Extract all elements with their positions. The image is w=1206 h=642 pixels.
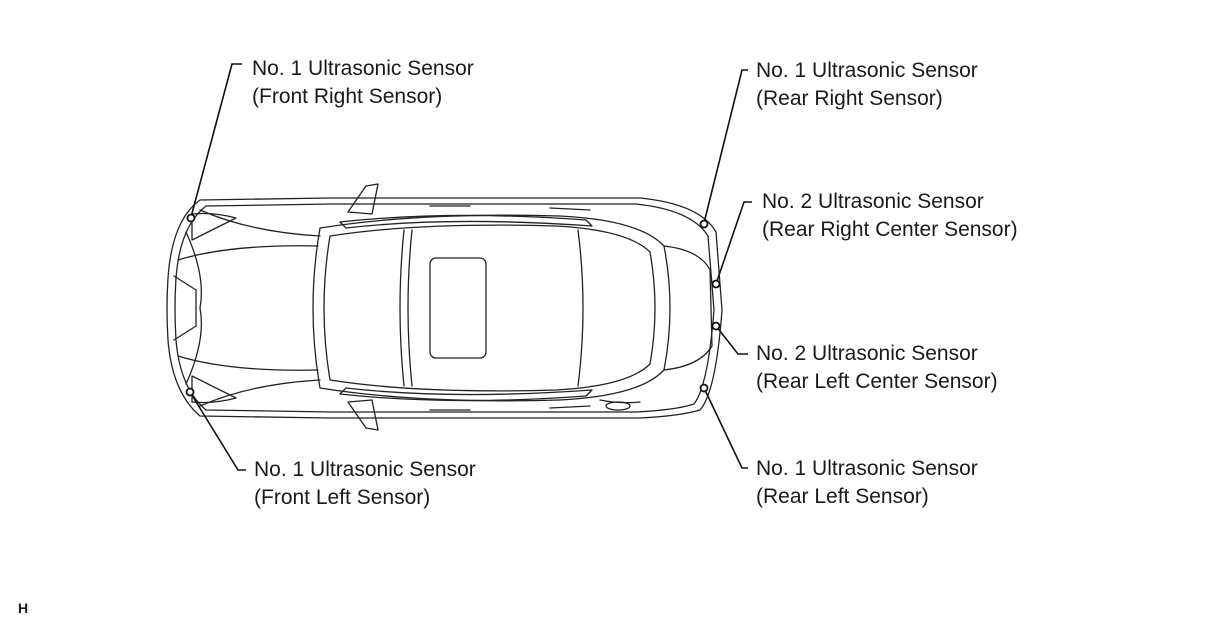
label-front-right-sensor: No. 1 Ultrasonic Sensor (Front Right Sen… (252, 55, 474, 111)
label-line1: No. 2 Ultrasonic Sensor (756, 342, 978, 365)
label-rear-left-center-sensor: No. 2 Ultrasonic Sensor (Rear Left Cente… (756, 340, 998, 396)
label-line2: (Front Left Sensor) (254, 486, 431, 509)
label-line1: No. 2 Ultrasonic Sensor (762, 190, 984, 213)
sensor-rear-right (699, 219, 709, 229)
label-line2: (Rear Left Center Sensor) (756, 370, 998, 393)
sensor-front-right (186, 213, 196, 223)
figure-code: H (18, 600, 29, 616)
vehicle-top-view (166, 183, 723, 431)
leader-rear-right-center (715, 201, 752, 285)
label-line1: No. 1 Ultrasonic Sensor (756, 457, 978, 480)
sensor-rear-right-center (711, 279, 721, 289)
label-line2: (Front Right Sensor) (252, 85, 443, 108)
sensor-front-left (185, 387, 195, 397)
leader-rear-left-center (715, 325, 748, 355)
label-rear-right-center-sensor: No. 2 Ultrasonic Sensor (Rear Right Cent… (762, 188, 1018, 244)
label-line2: (Rear Left Sensor) (756, 485, 929, 508)
sensor-rear-left (699, 383, 709, 393)
label-line2: (Rear Right Center Sensor) (762, 218, 1018, 241)
leader-front-left (189, 391, 246, 471)
label-line1: No. 1 Ultrasonic Sensor (252, 57, 474, 80)
label-line2: (Rear Right Sensor) (756, 87, 943, 110)
label-rear-right-sensor: No. 1 Ultrasonic Sensor (Rear Right Sens… (756, 57, 978, 113)
label-rear-left-sensor: No. 1 Ultrasonic Sensor (Rear Left Senso… (756, 455, 978, 511)
leader-rear-right (703, 69, 748, 224)
leader-rear-left (703, 387, 748, 469)
label-line1: No. 1 Ultrasonic Sensor (756, 59, 978, 82)
label-front-left-sensor: No. 1 Ultrasonic Sensor (Front Left Sens… (254, 456, 476, 512)
label-line1: No. 1 Ultrasonic Sensor (254, 458, 476, 481)
leader-front-right (190, 63, 242, 218)
sensor-rear-left-center (711, 321, 721, 331)
